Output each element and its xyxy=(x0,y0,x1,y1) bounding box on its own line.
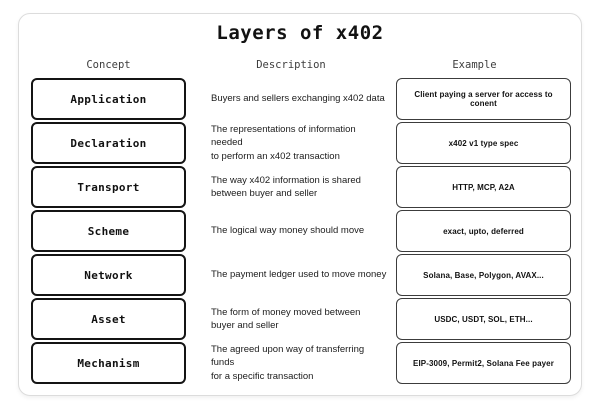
concept-box: Asset xyxy=(31,298,186,340)
example-label: HTTP, MCP, A2A xyxy=(452,182,515,192)
concept-label: Transport xyxy=(77,180,140,194)
column-header-concept: Concept xyxy=(86,59,131,71)
example-box: HTTP, MCP, A2A xyxy=(396,166,571,208)
table-row: Network The payment ledger used to move … xyxy=(31,254,571,296)
concept-box: Network xyxy=(31,254,186,296)
example-box: Client paying a server for access to con… xyxy=(396,78,571,120)
row-description: Buyers and sellers exchanging x402 data xyxy=(211,93,385,105)
example-box: x402 v1 type spec xyxy=(396,122,571,164)
row-description: The logical way money should move xyxy=(211,225,365,237)
row-description: The agreed upon way of transferring fund… xyxy=(211,343,365,382)
concept-label: Declaration xyxy=(70,136,147,150)
layers-table: Application Buyers and sellers exchangin… xyxy=(31,78,571,384)
concept-box: Declaration xyxy=(31,122,186,164)
example-label: EIP-3009, Permit2, Solana Fee payer xyxy=(413,358,554,368)
example-label: USDC, USDT, SOL, ETH... xyxy=(434,314,533,324)
column-header-description: Description xyxy=(256,59,326,71)
table-row: Declaration The representations of infor… xyxy=(31,122,571,164)
table-row: Asset The form of money moved between bu… xyxy=(31,298,571,340)
row-description: The way x402 information is shared betwe… xyxy=(211,174,361,200)
row-description: The form of money moved between buyer an… xyxy=(211,306,361,332)
concept-box: Scheme xyxy=(31,210,186,252)
concept-label: Asset xyxy=(91,312,126,326)
example-box: exact, upto, deferred xyxy=(396,210,571,252)
concept-label: Application xyxy=(70,92,147,106)
example-label: exact, upto, deferred xyxy=(443,226,524,236)
page-title: Layers of x402 xyxy=(216,22,384,44)
table-row: Scheme The logical way money should move… xyxy=(31,210,571,252)
column-headers: Concept Description Example xyxy=(31,59,569,72)
concept-label: Mechanism xyxy=(77,356,140,370)
example-box: Solana, Base, Polygon, AVAX... xyxy=(396,254,571,296)
example-label: Solana, Base, Polygon, AVAX... xyxy=(423,270,544,280)
layers-card: Layers of x402 Concept Description Examp… xyxy=(18,13,582,396)
concept-box: Mechanism xyxy=(31,342,186,384)
concept-label: Network xyxy=(84,268,133,282)
column-header-example: Example xyxy=(452,59,497,71)
example-label: Client paying a server for access to con… xyxy=(414,90,553,108)
concept-label: Scheme xyxy=(87,224,130,238)
table-row: Transport The way x402 information is sh… xyxy=(31,166,571,208)
row-description: The representations of information neede… xyxy=(211,123,356,162)
table-row: Mechanism The agreed upon way of transfe… xyxy=(31,342,571,384)
concept-box: Application xyxy=(31,78,186,120)
concept-box: Transport xyxy=(31,166,186,208)
example-label: x402 v1 type spec xyxy=(448,138,519,148)
example-box: EIP-3009, Permit2, Solana Fee payer xyxy=(396,342,571,384)
example-box: USDC, USDT, SOL, ETH... xyxy=(396,298,571,340)
table-row: Application Buyers and sellers exchangin… xyxy=(31,78,571,120)
row-description: The payment ledger used to move money xyxy=(211,269,387,281)
